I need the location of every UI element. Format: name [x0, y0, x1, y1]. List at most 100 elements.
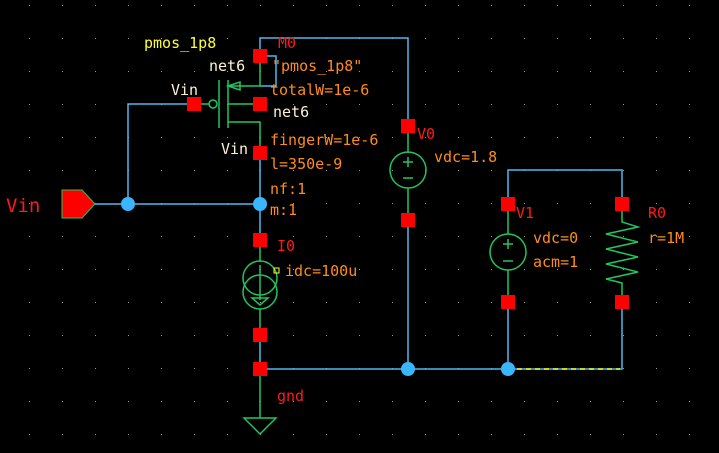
pin-pmos-source[interactable] [253, 49, 267, 63]
grid-dot [392, 269, 393, 270]
grid-dot [656, 38, 657, 39]
grid-dot [95, 170, 96, 171]
grid-dot [623, 137, 624, 138]
grid-dot [227, 368, 228, 369]
grid-dot [392, 335, 393, 336]
pin-i0-minus[interactable] [253, 328, 267, 342]
grid-dot [95, 104, 96, 105]
grid-dot [293, 170, 294, 171]
grid-dot [29, 269, 30, 270]
grid-dot [359, 71, 360, 72]
grid-dot [227, 137, 228, 138]
pmos-totalw: totalW=1e-6 [270, 81, 369, 99]
grid-dot [425, 38, 426, 39]
pin-pmos-gate[interactable] [187, 97, 201, 111]
grid-dot [95, 368, 96, 369]
grid-dot [227, 170, 228, 171]
grid-dot [524, 434, 525, 435]
grid-dot [29, 335, 30, 336]
grid-dot [359, 170, 360, 171]
grid-dot [359, 434, 360, 435]
pmos-model-name: "pmos_1p8" [272, 57, 362, 75]
grid-dot [623, 104, 624, 105]
grid-dot [194, 170, 195, 171]
pin-r0-minus[interactable] [615, 295, 629, 309]
resistor-symbol[interactable] [605, 204, 641, 302]
grid-dot [491, 170, 492, 171]
grid-dot [95, 269, 96, 270]
grid-dot [392, 170, 393, 171]
ground-symbol[interactable] [242, 369, 278, 436]
grid-dot [524, 38, 525, 39]
pin-pmos-bulk[interactable] [253, 97, 267, 111]
pin-v0-minus[interactable] [401, 213, 415, 227]
grid-dot [392, 104, 393, 105]
grid-dot [29, 170, 30, 171]
junction-dot [121, 197, 135, 211]
grid-dot [359, 236, 360, 237]
grid-dot [623, 5, 624, 6]
pin-gnd[interactable] [253, 362, 267, 376]
grid-dot [689, 104, 690, 105]
grid-dot [557, 434, 558, 435]
grid-dot [689, 5, 690, 6]
grid-dot [425, 71, 426, 72]
grid-dot [392, 203, 393, 204]
grid-dot [326, 434, 327, 435]
grid-dot [194, 71, 195, 72]
wire-vdd[interactable] [259, 37, 409, 126]
net-label-gate: Vin [171, 81, 198, 99]
grid-dot [458, 38, 459, 39]
v1-vdc: vdc=0 [533, 229, 578, 247]
grid-dot [326, 203, 327, 204]
grid-dot [359, 269, 360, 270]
grid-dot [557, 38, 558, 39]
grid-dot [425, 5, 426, 6]
pin-pmos-drain[interactable] [253, 146, 267, 160]
grid-dot [458, 170, 459, 171]
grid-dot [194, 302, 195, 303]
grid-dot [623, 236, 624, 237]
pmos-length: l=350e-9 [270, 155, 342, 173]
grid-dot [590, 335, 591, 336]
grid-dot [656, 434, 657, 435]
grid-dot [62, 170, 63, 171]
current-source-symbol[interactable] [242, 240, 278, 335]
grid-dot [326, 71, 327, 72]
grid-dot [590, 203, 591, 204]
grid-dot [491, 203, 492, 204]
grid-dot [590, 137, 591, 138]
pin-i0-plus[interactable] [253, 233, 267, 247]
pin-r0-plus[interactable] [615, 197, 629, 211]
grid-dot [623, 170, 624, 171]
pmos-gate-bubble-icon [208, 99, 218, 109]
grid-dot [623, 335, 624, 336]
pin-v0-plus[interactable] [401, 119, 415, 133]
grid-dot [293, 236, 294, 237]
grid-dot [95, 236, 96, 237]
wire-r0-bottom[interactable] [508, 302, 623, 370]
grid-dot [29, 38, 30, 39]
grid-dot [425, 302, 426, 303]
grid-dot [557, 5, 558, 6]
wire-vin-gate[interactable] [127, 103, 194, 204]
grid-dot [623, 269, 624, 270]
r0-value: r=1M [648, 229, 684, 247]
grid-dot [524, 302, 525, 303]
grid-dot [491, 236, 492, 237]
grid-dot [194, 434, 195, 435]
junction-dot [501, 362, 515, 376]
wire-v1-r0-top[interactable] [507, 169, 623, 204]
pmos-nf: nf:1 [270, 180, 306, 198]
pin-v1-minus[interactable] [501, 295, 515, 309]
grid-dot [392, 302, 393, 303]
grid-dot [458, 302, 459, 303]
pmos-source-lead [228, 56, 261, 87]
pin-v1-plus[interactable] [501, 197, 515, 211]
wire-source-bulk[interactable] [260, 55, 277, 87]
grid-dot [161, 5, 162, 6]
grid-dot [392, 236, 393, 237]
grid-dot [491, 38, 492, 39]
input-pin-vin[interactable] [61, 189, 96, 219]
